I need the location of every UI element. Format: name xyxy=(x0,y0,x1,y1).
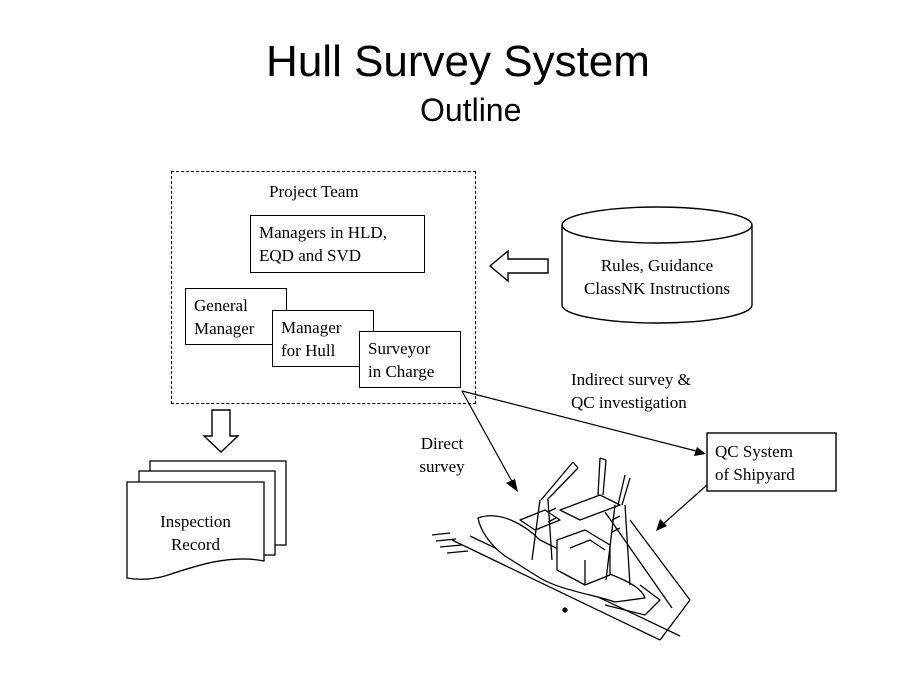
inspection-record-line2: Record xyxy=(170,535,221,554)
manager-hull-box: Manager for Hull xyxy=(272,310,374,367)
managers-line2: EQD and SVD xyxy=(259,246,361,265)
direct-survey-arrow xyxy=(461,390,516,488)
direct-survey-line2: survey xyxy=(419,457,465,476)
team-to-record-arrow xyxy=(202,409,240,453)
document-stack-icon xyxy=(126,460,287,580)
surveyor-box: Surveyor in Charge xyxy=(359,331,461,388)
direct-survey-label: Direct survey xyxy=(406,432,478,478)
project-team-label: Project Team xyxy=(269,182,359,201)
managers-box: Managers in HLD, EQD and SVD xyxy=(250,215,425,273)
qc-system-text: QC System of Shipyard xyxy=(715,440,795,486)
indirect-survey-label: Indirect survey & QC investigation xyxy=(571,368,691,414)
general-manager-box: General Manager xyxy=(185,288,287,345)
surveyor-line1: Surveyor xyxy=(368,339,431,358)
rules-to-team-arrow xyxy=(488,249,549,283)
indirect-survey-line1: Indirect survey & xyxy=(571,370,691,389)
slide-subtitle: Outline xyxy=(420,92,522,128)
general-manager-line2: Manager xyxy=(194,319,255,338)
qc-system-box xyxy=(706,432,837,492)
slide-title: Hull Survey System xyxy=(266,37,650,86)
indirect-survey-arrowhead xyxy=(694,447,706,456)
qc-feedback-arrow xyxy=(661,484,708,526)
surveyor-line2: in Charge xyxy=(368,362,435,381)
rules-db-line2: ClassNK Instructions xyxy=(584,279,730,298)
direct-survey-arrowhead xyxy=(506,479,518,492)
qc-feedback-arrowhead xyxy=(656,519,667,531)
managers-line1: Managers in HLD, xyxy=(259,223,387,242)
qc-system-line1: QC System xyxy=(715,442,793,461)
rules-db-text: Rules, Guidance ClassNK Instructions xyxy=(562,254,752,300)
manager-hull-line2: for Hull xyxy=(281,341,336,360)
project-team-frame xyxy=(171,171,476,404)
manager-hull-line1: Manager xyxy=(281,318,342,337)
indirect-survey-arrow xyxy=(461,390,701,453)
qc-system-line2: of Shipyard xyxy=(715,465,795,484)
general-manager-line1: General xyxy=(194,296,248,315)
inspection-record-line1: Inspection xyxy=(160,512,231,531)
inspection-record-text: Inspection Record xyxy=(127,510,264,556)
ship-in-dock-drawing xyxy=(431,457,691,641)
direct-survey-line1: Direct xyxy=(420,434,464,453)
database-icon xyxy=(561,206,753,324)
indirect-survey-line2: QC investigation xyxy=(571,393,687,412)
rules-db-line1: Rules, Guidance xyxy=(600,256,714,275)
